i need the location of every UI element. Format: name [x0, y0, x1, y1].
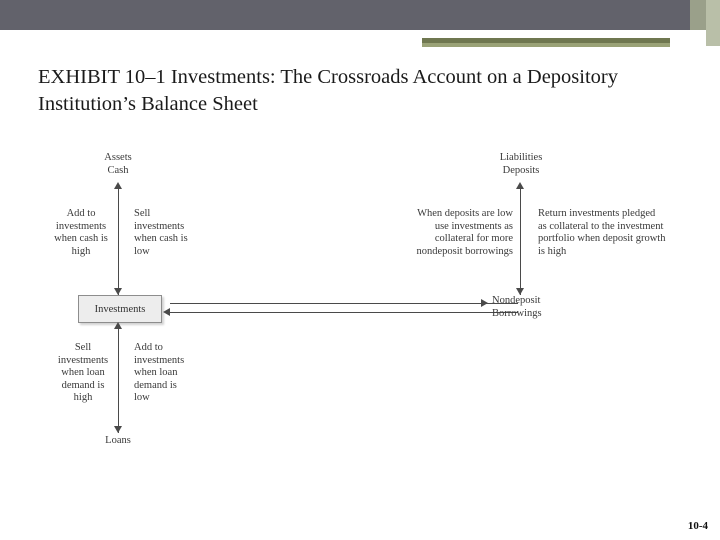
- annotation-add-investments-cash-high: Add to investments when cash is high: [54, 208, 108, 257]
- cash-investments-connector: [118, 188, 119, 295]
- header-banner: [0, 0, 720, 30]
- arrow-down-to-loans: [114, 426, 122, 433]
- borrowings-investments-connector: [170, 312, 518, 313]
- header-banner-underline: [0, 30, 690, 33]
- node-loans: Loans: [105, 435, 131, 446]
- node-assets: Assets: [104, 152, 132, 163]
- header-accent-bar-light: [422, 43, 670, 47]
- arrow-up-to-deposits: [516, 182, 524, 189]
- deposits-borrowings-connector: [520, 188, 521, 295]
- annotation-return-investments-collateral: Return investments pledged as collateral…: [538, 208, 666, 257]
- node-deposits: Deposits: [502, 165, 540, 176]
- arrow-down-to-borrowings: [516, 288, 524, 295]
- arrow-right-to-borrowings: [481, 298, 488, 307]
- investments-loans-connector: [118, 328, 119, 433]
- investments-borrowings-connector: [170, 303, 518, 304]
- arrow-down-to-investments: [114, 288, 122, 295]
- header-accent-bar-dark: [422, 38, 670, 43]
- annotation-add-investments-loan-demand-low: Add to investments when loan demand is l…: [134, 342, 185, 403]
- annotation-sell-investments-cash-low: Sell investments when cash is low: [134, 208, 188, 257]
- node-liabilities: Liabilities: [499, 152, 543, 163]
- page-title: EXHIBIT 10–1 Investments: The Crossroads…: [38, 66, 618, 115]
- investments-box: Investments: [78, 295, 162, 323]
- arrow-up-to-investments: [114, 322, 122, 329]
- arrow-up-to-cash: [114, 182, 122, 189]
- arrow-left-to-investments: [163, 307, 170, 316]
- header-accent-tab: [706, 0, 720, 46]
- slide-number: 10-4: [687, 520, 708, 532]
- crossroads-diagram: Assets Cash Liabilities Deposits Add to …: [0, 140, 720, 470]
- annotation-sell-investments-loan-demand-high: Sell investments when loan demand is hig…: [57, 342, 109, 403]
- annotation-deposits-low-collateral: When deposits are low use investments as…: [416, 208, 513, 257]
- node-cash: Cash: [107, 165, 129, 176]
- node-nondeposit-borrowings: Nondeposit Borrowings: [492, 295, 542, 319]
